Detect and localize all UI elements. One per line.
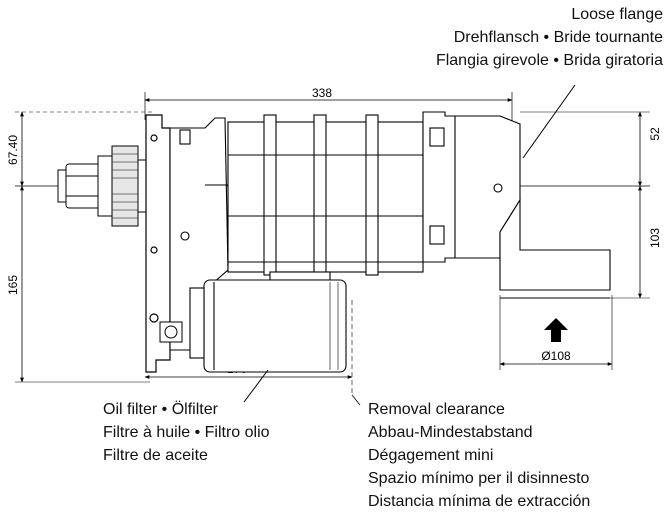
dim-108-text: Ø108 xyxy=(541,349,571,363)
mounting-plate xyxy=(145,114,171,373)
removal-arrow xyxy=(544,318,568,342)
oil-filter-leader xyxy=(243,369,269,403)
loose-flange-line-1: Loose flange xyxy=(571,6,663,23)
removal-clearance-label: Removal clearance Abbau-Mindestabstand D… xyxy=(368,398,590,513)
removal-clearance-line-3: Dégagement mini xyxy=(368,447,494,464)
dimension-flange-upper: 52 xyxy=(520,111,662,187)
drive-gear xyxy=(57,145,147,227)
gear-housing xyxy=(169,117,229,351)
oil-filter xyxy=(189,279,347,373)
flange-support xyxy=(499,198,611,299)
loose-flange-leader xyxy=(522,84,576,159)
dimension-upper-left: 67.40 xyxy=(6,111,155,187)
oil-filter-line-3: Filtre de aceite xyxy=(103,447,208,464)
removal-clearance-line-1: Removal clearance xyxy=(368,401,505,418)
dim-67-40-text: 67.40 xyxy=(6,135,20,165)
removal-clearance-leader xyxy=(351,394,361,406)
dimension-flange-diameter: Ø108 xyxy=(499,295,613,370)
oil-filter-line-1: Oil filter • Ölfilter xyxy=(103,401,218,418)
removal-clearance-line-2: Abbau-Mindestabstand xyxy=(368,424,533,441)
oil-filter-line-2: Filtre à huile • Filtro olio xyxy=(103,424,270,441)
dim-338-text: 338 xyxy=(312,86,332,100)
dimension-overall-length: 338 xyxy=(144,86,513,125)
drain-plug xyxy=(159,321,183,343)
removal-clearance-line-5: Distancia mínima de extracción xyxy=(368,493,591,510)
removal-clearance-line-4: Spazio mínimo per il disinnesto xyxy=(368,470,590,487)
dimension-flange-lower: 103 xyxy=(600,185,662,299)
dimension-lower-left: 165 xyxy=(6,185,150,383)
loose-flange-line-3: Flangia girevole • Brida giratoria xyxy=(435,52,663,69)
pump-body xyxy=(227,114,424,281)
loose-flange-label: Loose flange Drehflansch • Bride tournan… xyxy=(436,3,663,72)
loose-flange-line-2: Drehflansch • Bride tournante xyxy=(453,29,663,46)
dim-52-text: 52 xyxy=(648,127,662,141)
dim-103-text: 103 xyxy=(648,228,662,248)
oil-filter-label: Oil filter • Ölfilter Filtre à huile • F… xyxy=(103,398,270,467)
dim-165-text: 165 xyxy=(6,275,20,295)
loose-flange xyxy=(422,111,521,263)
